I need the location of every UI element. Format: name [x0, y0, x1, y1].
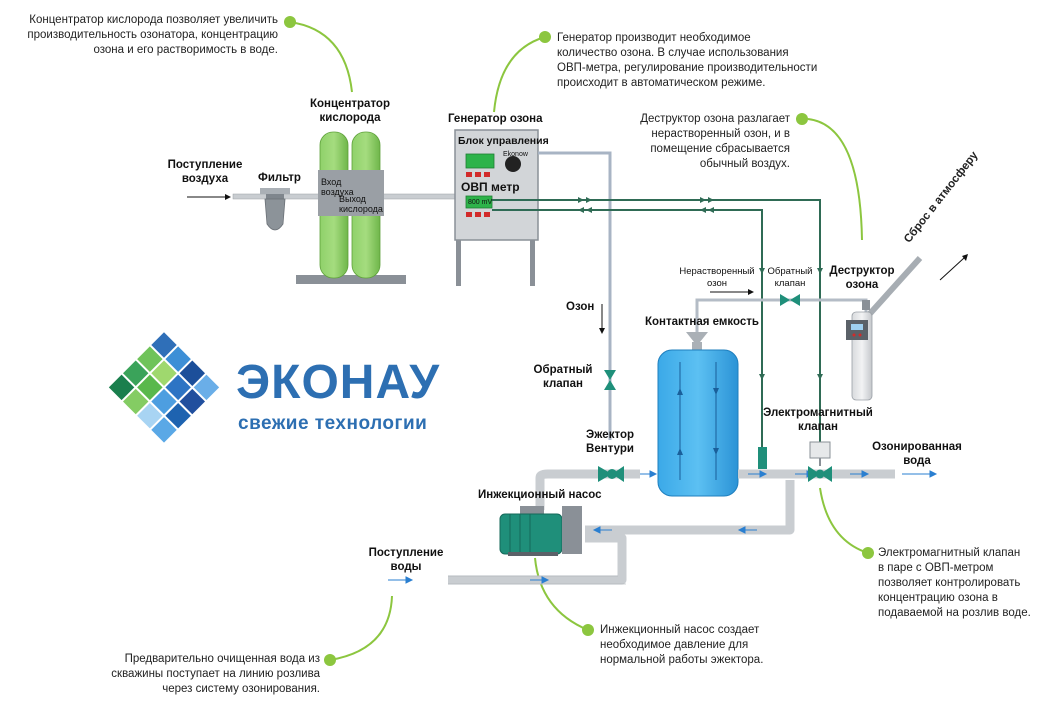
solenoid-valve-icon [808, 441, 832, 482]
curve-pump [534, 557, 589, 631]
label-undissolved-ozone: Нерастворенный озон [679, 266, 755, 289]
curve-oxygen [289, 21, 353, 93]
annotation-dots [284, 16, 874, 666]
curve-water [329, 595, 393, 661]
label-conc-in: Вход воздуха [321, 177, 354, 197]
label-check-valve-2: Обратный клапан [767, 266, 813, 289]
label-conc-out: Выход кислорода [339, 194, 383, 214]
check-valve-1-icon [604, 370, 616, 390]
note-injection-pump: Инжекционный насос создает необходимое д… [600, 624, 764, 666]
label-ozone: Озон [566, 301, 595, 313]
label-check-valve-1: Обратный клапан [533, 364, 593, 390]
orp-sensor-icon [758, 447, 767, 469]
label-destructor: Деструктор озона [829, 265, 895, 291]
filter-icon [260, 188, 290, 231]
dot-pump [582, 624, 594, 636]
label-concentrator: Концентратор кислорода [310, 98, 390, 124]
label-orp-meter: ОВП метр [461, 180, 520, 194]
curve-valve [819, 487, 869, 554]
label-contact-tank: Контактная емкость [645, 316, 759, 328]
label-orp-value: 800 mV [468, 199, 493, 206]
water-pipes-outline [448, 575, 626, 585]
label-air-in: Поступление воздуха [167, 159, 243, 185]
note-oxygen-concentrator: Концентратор кислорода позволяет увеличи… [27, 14, 278, 56]
dot-water [324, 654, 336, 666]
label-injection-pump: Инжекционный насос [478, 489, 602, 501]
label-brand-small: Ekonow [503, 151, 528, 158]
logo-slogan: свежие технологии [238, 413, 428, 434]
note-water-source: Предварительно очищенная вода из скважин… [111, 653, 320, 695]
ozone-line [538, 151, 612, 440]
logo-mark-icon [108, 332, 220, 443]
label-solenoid-valve: Электромагнитный клапан [763, 407, 873, 433]
logo-name: ЭКОНАУ [236, 356, 441, 409]
dot-oxygen [284, 16, 296, 28]
curve-destructor [807, 118, 863, 241]
label-filter: Фильтр [258, 172, 301, 184]
label-ejector: Эжектор Вентури [585, 429, 634, 455]
check-valve-2-icon [780, 294, 800, 306]
label-ozone-generator: Генератор озона [448, 113, 543, 125]
ozone-destructor-icon [846, 255, 923, 401]
injection-pump-icon [499, 506, 582, 556]
label-water-in: Поступление воды [368, 547, 444, 573]
note-ozone-destructor: Деструктор озона разлагает нерастворенны… [640, 113, 790, 170]
annotation-curves [289, 21, 869, 661]
dot-generator [539, 31, 551, 43]
oxygen-concentrator-icon [296, 131, 406, 284]
dot-valve [862, 547, 874, 559]
dot-destructor [796, 113, 808, 125]
curve-generator [493, 36, 546, 113]
signal-arrows [578, 197, 823, 380]
note-solenoid-valve: Электромагнитный клапан в паре с ОВП-мет… [878, 547, 1031, 619]
ozone-generator-icon [454, 129, 539, 286]
label-ozonated-water: Озонированная вода [872, 441, 962, 467]
note-ozone-generator: Генератор производит необходимое количес… [557, 32, 818, 89]
contact-tank-icon [657, 332, 739, 497]
venturi-ejector-icon [598, 466, 624, 482]
label-control-block: Блок управления [458, 135, 549, 147]
